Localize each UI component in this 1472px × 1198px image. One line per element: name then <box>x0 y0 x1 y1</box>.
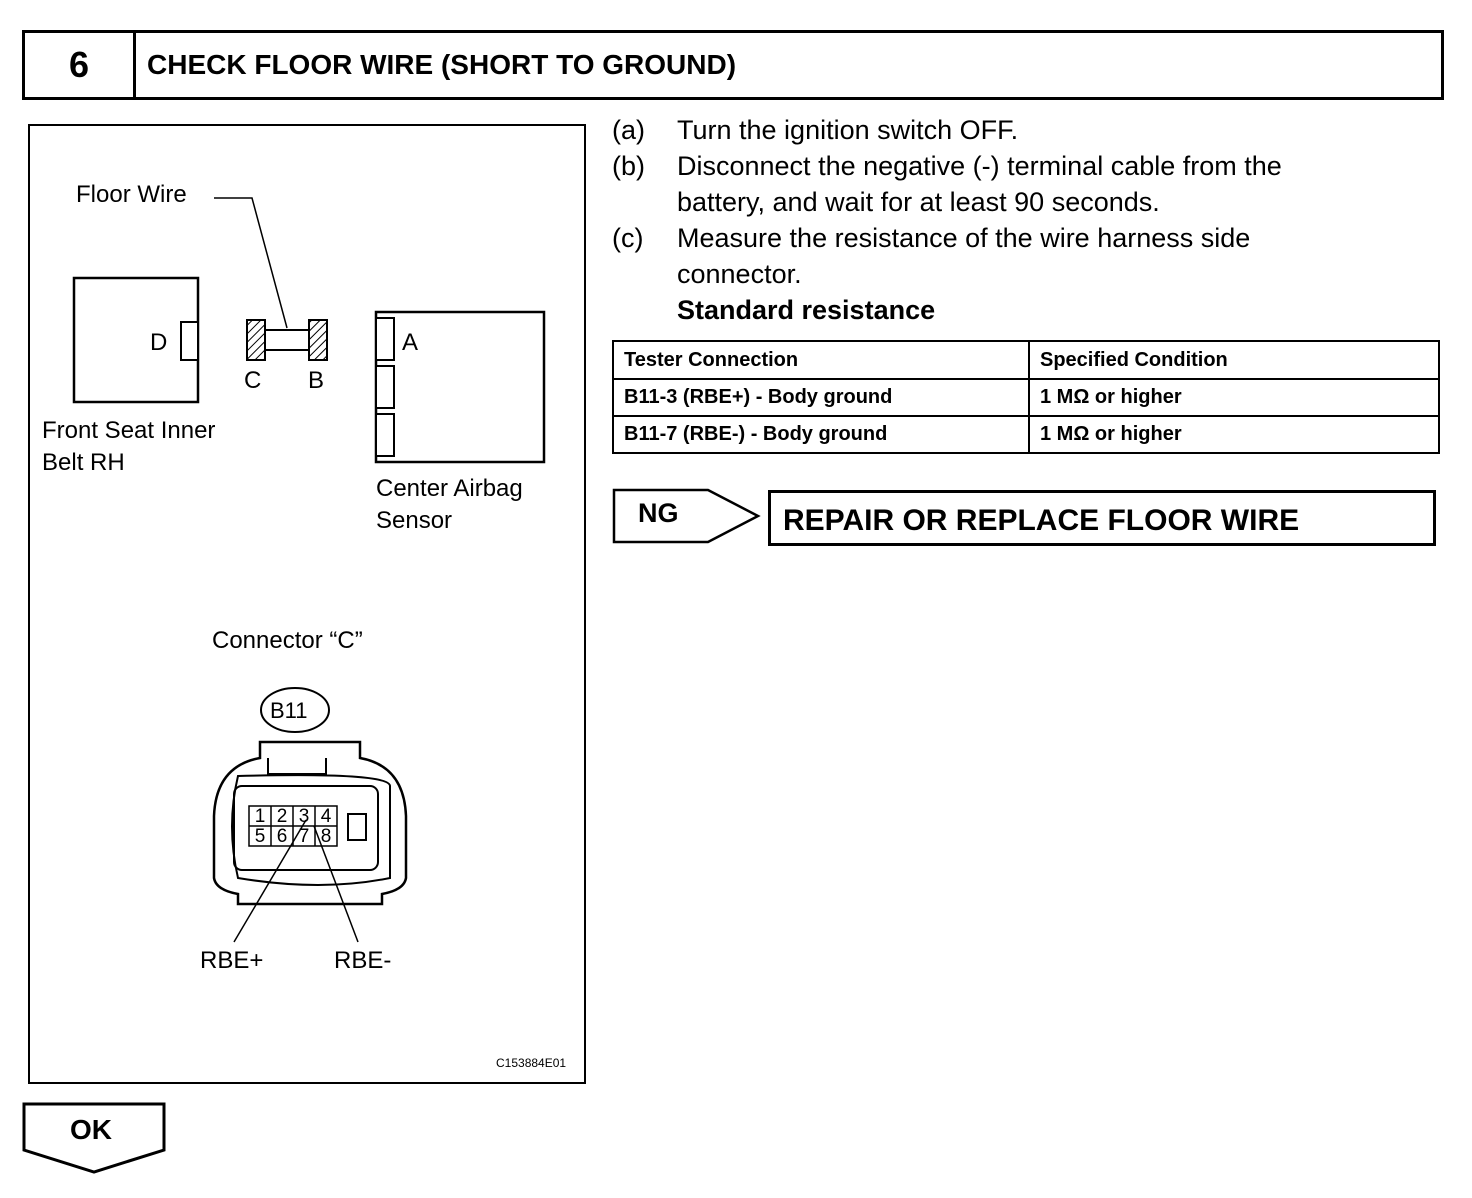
connector-lock <box>267 758 327 775</box>
connector-inner-frame <box>233 785 379 871</box>
sensor-terminal-1 <box>375 317 395 361</box>
table-row: B11-7 (RBE-) - Body ground 1 MΩ or highe… <box>612 415 1440 454</box>
connector-a-label: A <box>402 329 419 356</box>
ok-arrow-icon <box>22 1102 166 1174</box>
rbe-minus-label: RBE- <box>334 947 392 974</box>
step-letter-b: (b) <box>612 151 645 181</box>
table-cell: 1 MΩ or higher <box>1028 415 1440 454</box>
connector-housing <box>212 740 408 906</box>
front-seat-belt-box <box>72 276 200 404</box>
floor-wire-connector-c <box>246 319 266 361</box>
step-number: 6 <box>25 33 136 97</box>
table-row: B11-3 (RBE+) - Body ground 1 MΩ or highe… <box>612 378 1440 417</box>
floor-wire-body <box>264 329 310 351</box>
figure-code: C153884E01 <box>496 1056 567 1070</box>
connector-title: Connector “C” <box>212 627 363 654</box>
rbe-minus-leader <box>313 825 359 943</box>
wiring-diagram: Floor Wire D C B A Front Seat Inner Belt… <box>28 124 586 1084</box>
connector-latch <box>347 813 367 841</box>
step-text-a: Turn the ignition switch OFF. <box>677 115 1019 145</box>
table-cell: B11-7 (RBE-) - Body ground <box>612 415 1030 454</box>
spec-table: Tester Connection Specified Condition B1… <box>612 340 1440 454</box>
table-cell: 1 MΩ or higher <box>1028 378 1440 417</box>
floor-wire-label: Floor Wire <box>76 181 187 208</box>
table-header-row: Tester Connection Specified Condition <box>612 340 1440 380</box>
step-text-c: Measure the resistance of the wire harne… <box>677 223 1251 289</box>
rbe-plus-label: RBE+ <box>200 947 264 974</box>
pin-label: 6 <box>276 826 288 847</box>
step-text-b: Disconnect the negative (-) terminal cab… <box>677 151 1282 217</box>
connector-d-label: D <box>150 329 168 356</box>
step-header: 6 CHECK FLOOR WIRE (SHORT TO GROUND) <box>22 30 1444 100</box>
center-airbag-label-line1: Center Airbag <box>376 475 523 502</box>
standard-resistance-label: Standard resistance <box>677 295 936 325</box>
step-letter-c: (c) <box>612 223 644 253</box>
floor-wire-connector-b <box>308 319 328 361</box>
floor-wire-leader <box>214 197 288 329</box>
pin-label: 7 <box>298 826 310 847</box>
sensor-terminal-2 <box>375 365 395 409</box>
wiring-diagram-drawing <box>72 197 546 943</box>
pin-label: 5 <box>254 826 266 847</box>
ng-label: NG <box>638 498 679 528</box>
step-letter-a: (a) <box>612 115 645 145</box>
pin-label: 2 <box>276 806 288 827</box>
front-seat-label-line1: Front Seat Inner <box>42 417 216 444</box>
table-header-cell: Tester Connection <box>612 340 1030 380</box>
front-seat-label-line2: Belt RH <box>42 449 125 476</box>
connector-inner-outline <box>231 774 391 886</box>
step-title: CHECK FLOOR WIRE (SHORT TO GROUND) <box>147 49 737 80</box>
center-airbag-label-line2: Sensor <box>376 507 453 534</box>
pin-label: 3 <box>298 806 310 827</box>
table-header-cell: Specified Condition <box>1028 340 1440 380</box>
sensor-terminal-3 <box>375 413 395 457</box>
connector-code-ellipse <box>260 687 330 733</box>
ng-action-box: REPAIR OR REPLACE FLOOR WIRE <box>768 490 1436 546</box>
ng-arrow-icon <box>612 488 761 544</box>
connector-d-terminal <box>180 321 199 361</box>
connector-code: B11 <box>270 698 308 723</box>
connector-b-label: B <box>308 367 325 394</box>
ok-label: OK <box>70 1114 112 1145</box>
pin-label: 1 <box>254 806 266 827</box>
pin-label: 8 <box>320 826 332 847</box>
table-cell: B11-3 (RBE+) - Body ground <box>612 378 1030 417</box>
connector-c-label: C <box>244 367 262 394</box>
rbe-plus-leader <box>233 819 307 943</box>
pin-label: 4 <box>320 806 332 827</box>
